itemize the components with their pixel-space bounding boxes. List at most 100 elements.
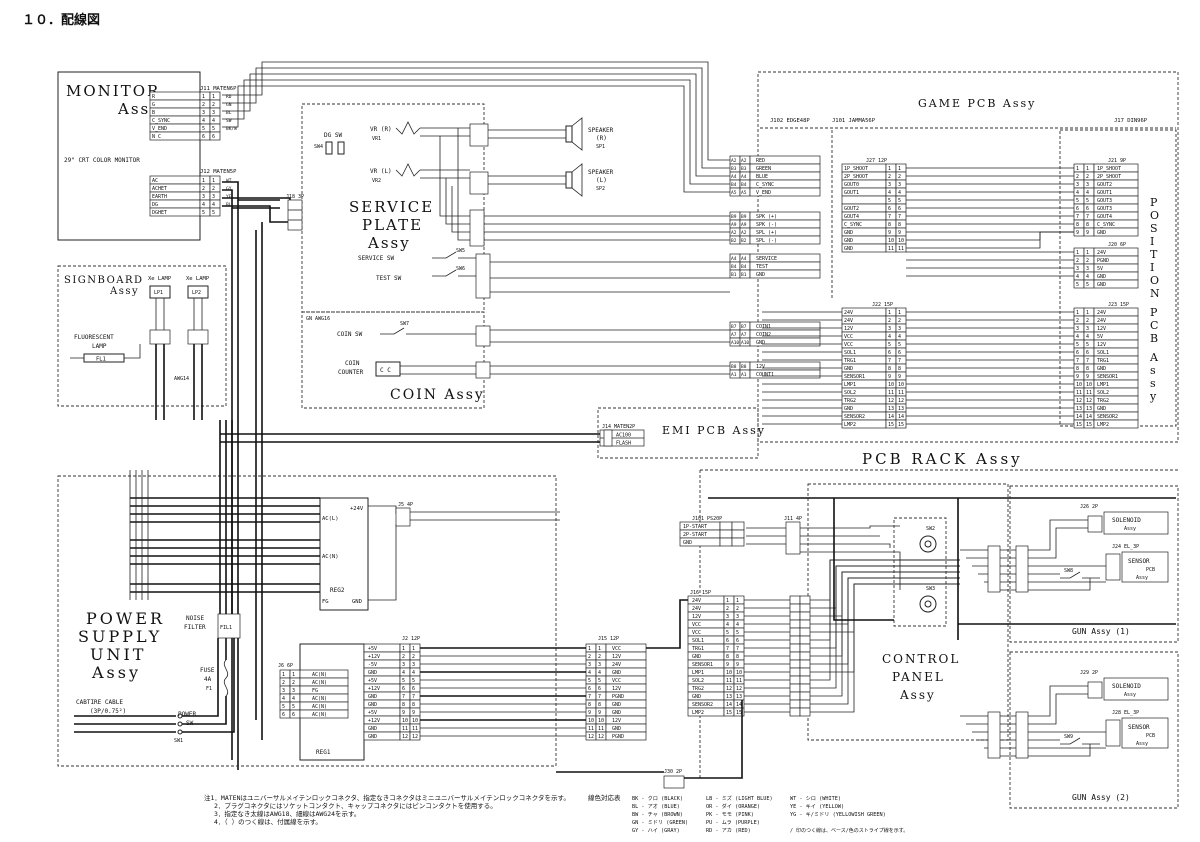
- svg-text:7: 7: [598, 694, 601, 700]
- position-signal: SOL2: [1097, 390, 1109, 396]
- svg-text:4: 4: [736, 622, 739, 628]
- legend-entry: PK - モモ (PINK): [706, 811, 754, 818]
- svg-text:5: 5: [726, 630, 729, 636]
- position-title-char: I: [1150, 261, 1154, 274]
- coin-counter-label-2: COUNTER: [338, 369, 364, 376]
- position-signal: GND: [1097, 230, 1106, 236]
- svg-text:12: 12: [736, 686, 742, 692]
- emi-title: EMI PCB Assy: [662, 424, 766, 437]
- j15-signal: 12V: [612, 686, 621, 692]
- svg-text:15: 15: [1076, 422, 1082, 428]
- pcb-rack-title: PCB RACK Assy: [862, 450, 1023, 468]
- j11-label: J11 MATEN6P: [200, 86, 237, 92]
- svg-text:11: 11: [588, 726, 594, 732]
- j2-signal: +5V: [368, 710, 377, 716]
- svg-text:3: 3: [736, 614, 739, 620]
- svg-text:7: 7: [736, 646, 739, 652]
- j6-signal: AC(N): [312, 680, 327, 686]
- svg-text:B9: B9: [741, 214, 747, 220]
- j23-label: J23 15P: [1108, 302, 1129, 308]
- svg-text:11: 11: [736, 678, 742, 684]
- wire-color-label: SW: [226, 118, 232, 124]
- gun-solenoid-assy: Assy: [1124, 526, 1136, 532]
- j27-row-label: 2P_SHOOT: [844, 174, 868, 180]
- svg-text:A4: A4: [741, 256, 747, 262]
- svg-text:5: 5: [898, 198, 901, 204]
- svg-text:4: 4: [1086, 334, 1089, 340]
- speaker-r-label-2: (R): [596, 135, 607, 142]
- reg2-gnd: GND: [352, 599, 362, 605]
- j11-row-pin: 1: [202, 94, 205, 100]
- svg-text:9: 9: [898, 230, 901, 236]
- service-title-3: Assy: [367, 234, 411, 252]
- control-j16-signal: SOL2: [692, 678, 704, 684]
- svg-text:14: 14: [898, 414, 904, 420]
- cable-label-1: CABTIRE CABLE: [76, 699, 123, 706]
- emi-row-1: AC100: [616, 433, 631, 439]
- gun-title: GUN Assy (2): [1072, 793, 1130, 802]
- reg2-fg: FG: [322, 599, 329, 605]
- svg-text:6: 6: [282, 712, 285, 718]
- cable-label-2: (3P/0.75²): [90, 708, 126, 715]
- position-signal: LMP1: [1097, 382, 1109, 388]
- j15-signal: 24V: [612, 662, 621, 668]
- position-signal: 5V: [1097, 266, 1103, 272]
- j27-row-pin: 2: [888, 174, 891, 180]
- svg-text:6: 6: [212, 134, 215, 140]
- cc-label: C C: [380, 367, 391, 374]
- svg-text:4: 4: [412, 670, 415, 676]
- coin-assy: COIN Assy COIN SW SW7 COIN COUNTER C C: [301, 311, 730, 409]
- svg-text:11: 11: [1086, 390, 1092, 396]
- signboard-assy-label: Assy: [109, 286, 139, 297]
- svg-text:3: 3: [412, 662, 415, 668]
- game-pcb-signal: SPK (-): [756, 222, 777, 228]
- fuse-label-1: FUSE: [200, 667, 215, 674]
- monitor-rgb-wires: [222, 61, 730, 193]
- svg-text:13: 13: [726, 694, 732, 700]
- game-pcb-signal: SERVICE: [756, 256, 777, 262]
- svg-text:11: 11: [412, 726, 418, 732]
- speaker-l-label-2: (L): [596, 177, 607, 184]
- svg-text:15: 15: [1086, 422, 1092, 428]
- svg-text:5: 5: [212, 126, 215, 132]
- svg-text:9: 9: [898, 374, 901, 380]
- speaker-r-id: SP1: [596, 144, 605, 150]
- j27-row-label: GND: [844, 246, 853, 252]
- j22-row-label: VCC: [844, 334, 853, 340]
- dg-sw-label: DG SW: [324, 132, 342, 139]
- svg-text:12: 12: [402, 734, 408, 740]
- j6-signal: FG: [312, 688, 318, 694]
- wire-color-label: BL: [226, 110, 232, 116]
- legend-entry: OR - ダイ (ORANGE): [706, 802, 760, 810]
- j2-signal: GND: [368, 670, 377, 676]
- position-title-char: P: [1150, 306, 1158, 319]
- svg-text:B4: B4: [741, 264, 747, 270]
- game-pcb-signal: V_END: [756, 190, 771, 196]
- svg-text:10: 10: [1086, 382, 1092, 388]
- j15-signal: VCC: [612, 678, 621, 684]
- svg-text:1: 1: [598, 646, 601, 652]
- svg-text:4: 4: [212, 202, 215, 208]
- j22-row-pin: 7: [888, 358, 891, 364]
- svg-text:2: 2: [598, 654, 601, 660]
- fl1-label: FL1: [96, 357, 106, 363]
- position-signal: 2P_SHOOT: [1097, 174, 1121, 180]
- position-signal: SENSOR1: [1097, 374, 1118, 380]
- svg-text:4: 4: [212, 118, 215, 124]
- svg-text:11: 11: [898, 390, 904, 396]
- svg-text:5: 5: [1076, 282, 1079, 288]
- fuse-label-3: F1: [206, 686, 212, 692]
- svg-text:3: 3: [1086, 326, 1089, 332]
- game-pcb-signal: BLUE: [756, 174, 768, 180]
- svg-text:2: 2: [898, 174, 901, 180]
- reg1-label: REG1: [316, 749, 331, 756]
- svg-text:2: 2: [1076, 174, 1079, 180]
- svg-text:10: 10: [736, 670, 742, 676]
- signboard-assy: SIGNBOARD Assy Xe LAMP Xe LAMP LP1 LP2 F…: [57, 265, 227, 420]
- j27-row-pin: 6: [888, 206, 891, 212]
- svg-text:7: 7: [898, 214, 901, 220]
- gun-solenoid-connector: J29 2P: [1080, 670, 1098, 676]
